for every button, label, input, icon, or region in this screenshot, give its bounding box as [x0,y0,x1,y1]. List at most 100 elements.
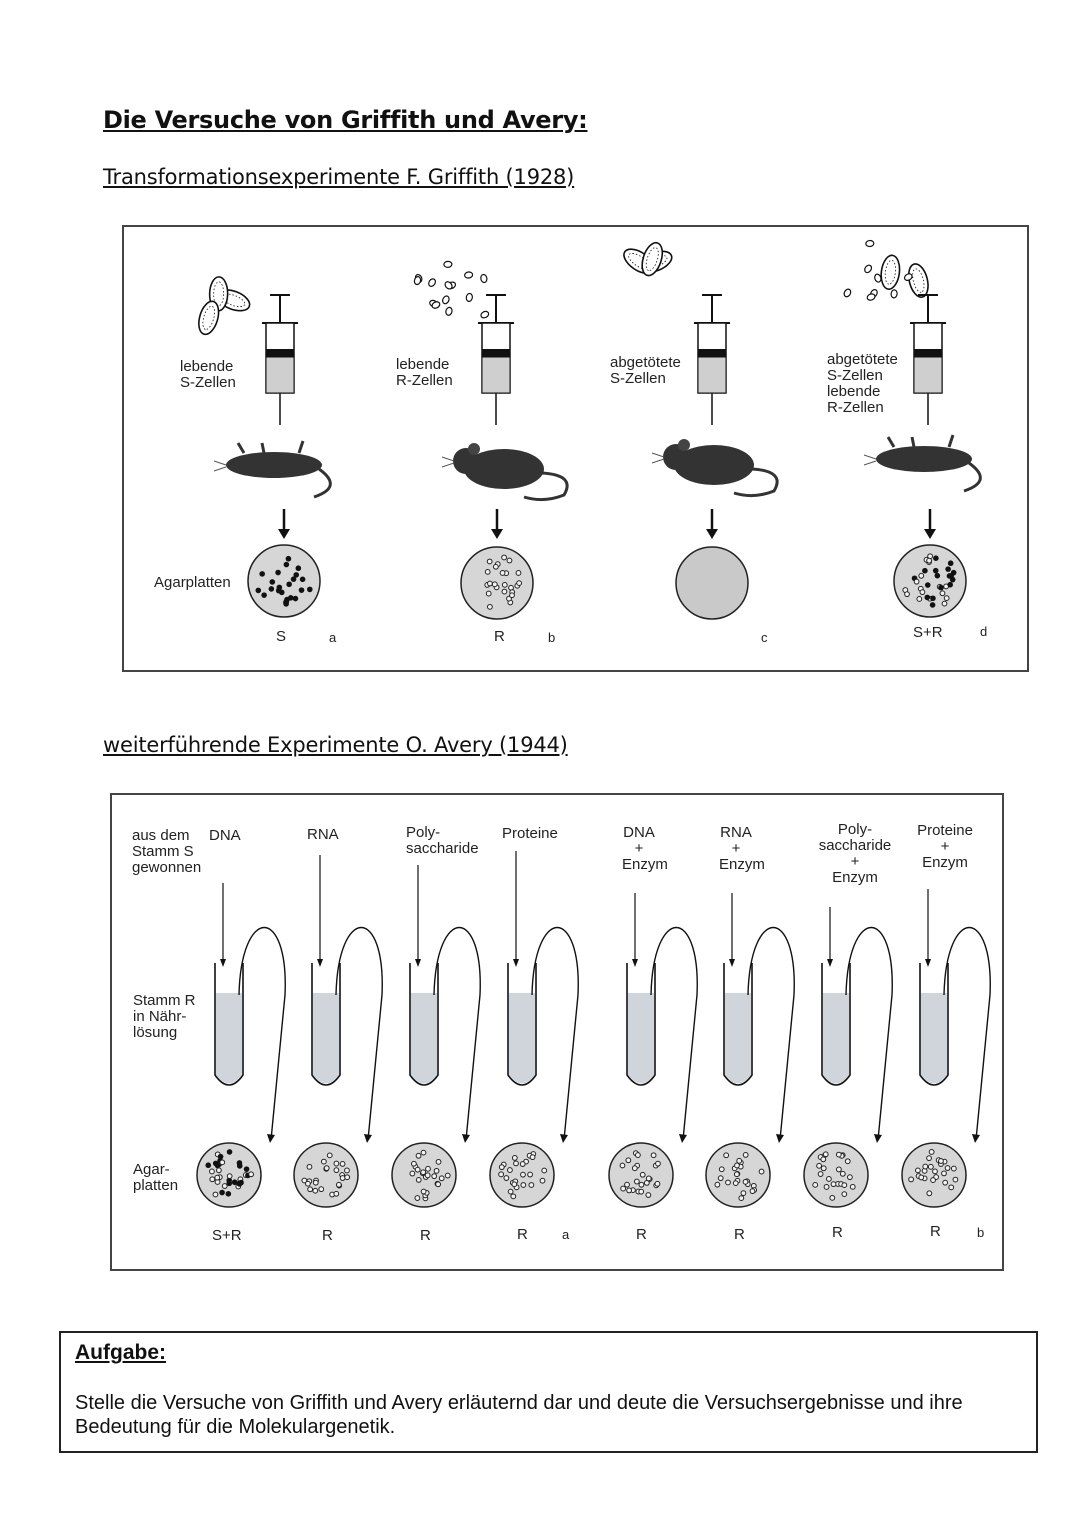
nutrient-solution [921,993,947,1084]
rough-colony [516,580,523,587]
smooth-colony [932,567,939,574]
smooth-colony [269,579,276,585]
rough-colony [725,1179,731,1186]
avery-plate-label-3: R [420,1227,431,1244]
smooth-colony [948,572,955,579]
rough-colony [625,1157,632,1164]
syringe-fluid [481,356,511,394]
arrow-head [267,1134,275,1143]
rough-colony [444,1172,451,1179]
rough-colony [415,1177,422,1183]
rough-colony [816,1162,823,1169]
rough-colony [841,1182,848,1188]
rough-colony [216,1167,222,1174]
rough-colony [926,1190,933,1197]
rough-colony [501,554,508,561]
killed-s-cells [880,254,929,298]
rough-colony [932,1168,938,1175]
rough-colony [219,1159,226,1166]
mouse-tail [523,471,569,502]
rough-colony [631,1165,638,1172]
rough-colony [409,1170,416,1177]
rough-colony [539,1177,546,1184]
arrow-head [317,959,323,967]
smooth-colony [236,1163,243,1169]
avery-column-6 [821,907,893,1143]
rough-colony [498,1164,505,1171]
syringe-1 [478,294,514,425]
rough-colony [486,603,493,610]
avery-substance-7: Poly- saccharide + Enzym [818,821,892,886]
rough-colony [926,557,933,564]
arrow-head [491,529,503,539]
avery-column-4 [626,893,698,1143]
syringe-fluid [697,356,727,394]
rough-colony [736,1157,743,1164]
rough-colony [844,1158,851,1165]
smooth-colony [286,581,292,588]
rough-colony [820,1156,827,1163]
rough-bacterium [444,281,453,290]
rough-colony [830,1181,837,1188]
avery-plate-label-2: R [322,1227,333,1244]
living-s-cells [198,276,251,336]
transfer-arrow [238,926,286,1141]
task-box: Aufgabe: Stelle die Versuche von Griffit… [59,1331,1038,1453]
rough-colony [528,1182,535,1188]
rough-colony [914,1167,921,1174]
avery-substance-1: DNA [209,827,241,844]
rough-colony [320,1158,327,1165]
smooth-colony [226,1180,233,1187]
rough-bacterium [445,306,453,316]
mouse-tail [963,461,982,493]
agar-plate-2 [391,1142,457,1208]
mouse-1 [441,443,569,502]
smooth-colony [938,584,944,591]
avery-plate-label-5: R [636,1226,647,1243]
rough-colony [849,1183,856,1190]
rough-colony [499,570,506,576]
rough-colony [344,1174,351,1181]
rough-colony [511,1181,518,1188]
test-tube [214,963,244,1086]
rough-colony [948,1184,955,1191]
avery-letter-a: a [562,1227,570,1242]
rough-colony [742,1178,749,1185]
arrow-head [706,529,718,539]
mouse-2 [651,439,779,498]
arrow-head [415,959,421,967]
rough-colony [950,1165,957,1172]
syringe-stopper [914,349,942,357]
arrow-1 [491,509,503,539]
rough-colony [839,1170,846,1177]
smooth-colony [929,602,936,608]
smooth-colony [231,1179,238,1186]
rough-colony [941,600,948,607]
mouse-whiskers [213,460,227,472]
smooth-colony [226,1149,233,1155]
transfer-arrow [845,926,893,1141]
rough-bacterium [480,273,488,284]
mouse-body [674,445,754,485]
page-title: Die Versuche von Griffith und Avery: [103,106,588,134]
mouse-0 [213,440,332,499]
mouse-whiskers [863,454,877,466]
rough-bacterium [865,239,875,248]
avery-plate-label-7: R [832,1224,843,1241]
rough-colony [485,590,492,597]
smooth-colony [225,1191,232,1197]
rough-colony [908,1176,915,1183]
mouse-body [226,452,322,478]
griffith-letter-a: a [329,630,337,645]
rough-colony [306,1163,313,1170]
rough-colony [732,1180,739,1187]
rough-colony [344,1167,350,1174]
rough-colony [411,1160,417,1167]
transfer-arrow [335,926,383,1141]
mouse-3 [863,434,982,493]
rough-colony [435,1158,442,1165]
griffith-figure: Agarplatten lebende S-Zellen lebende R-Z… [122,225,1029,672]
rough-colony [738,1195,745,1201]
rough-colony [916,596,923,602]
rough-colony [510,1193,517,1200]
